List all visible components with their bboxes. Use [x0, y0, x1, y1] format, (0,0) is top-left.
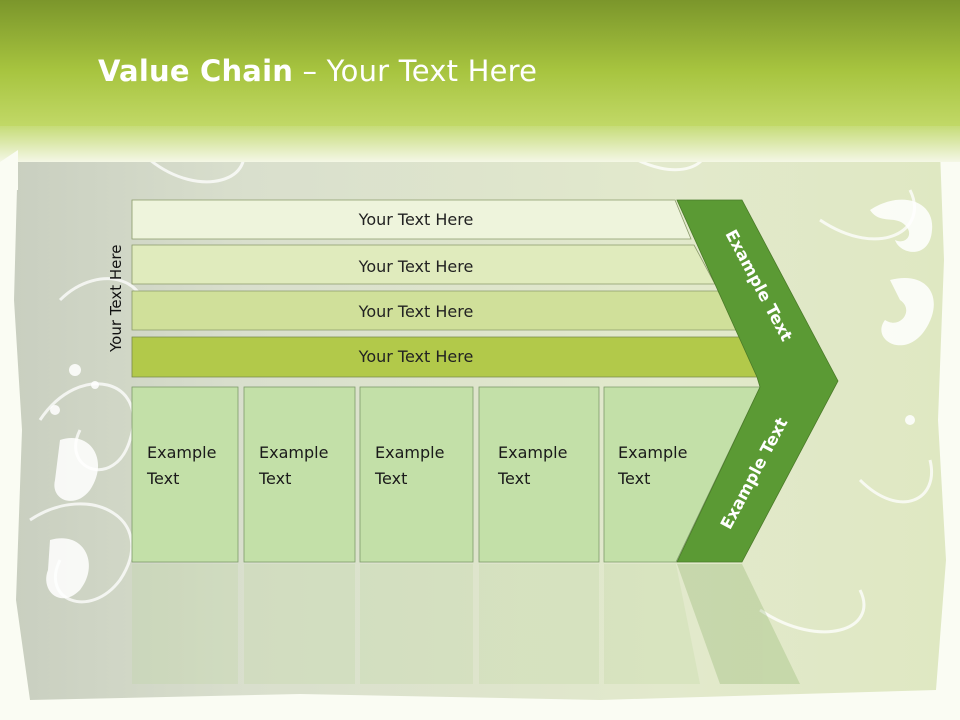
box-4-line2: Text [497, 469, 530, 488]
box-3-line2: Text [374, 469, 407, 488]
box-4-line1: Example [498, 443, 567, 462]
box-2-line2: Text [258, 469, 291, 488]
row-label-3: Your Text Here [358, 302, 474, 321]
activity-box-5: Example Text [603, 386, 761, 563]
box-1-line1: Example [147, 443, 216, 462]
reflection [132, 564, 800, 684]
row-label-1: Your Text Here [358, 210, 474, 229]
activity-box-2: Example Text [243, 386, 356, 563]
activity-box-1: Example Text [131, 386, 239, 563]
row-label-2: Your Text Here [358, 257, 474, 276]
row-bar-4: Your Text Here [131, 336, 764, 378]
box-2-line1: Example [259, 443, 328, 462]
activity-box-4: Example Text [478, 386, 600, 563]
box-1-line2: Text [146, 469, 179, 488]
box-5-line1: Example [618, 443, 687, 462]
row-bar-1: Your Text Here [131, 199, 692, 240]
row-bar-2: Your Text Here [131, 244, 716, 285]
slide-title: Value Chain – Your Text Here [98, 54, 537, 88]
activity-box-3: Example Text [359, 386, 474, 563]
row-label-4: Your Text Here [358, 347, 474, 366]
box-5-line2: Text [617, 469, 650, 488]
side-label: Your Text Here [107, 245, 125, 353]
title-rest: – Your Text Here [293, 54, 538, 88]
box-3-line1: Example [375, 443, 444, 462]
title-bold: Value Chain [98, 54, 294, 88]
row-bar-3: Your Text Here [131, 290, 740, 331]
